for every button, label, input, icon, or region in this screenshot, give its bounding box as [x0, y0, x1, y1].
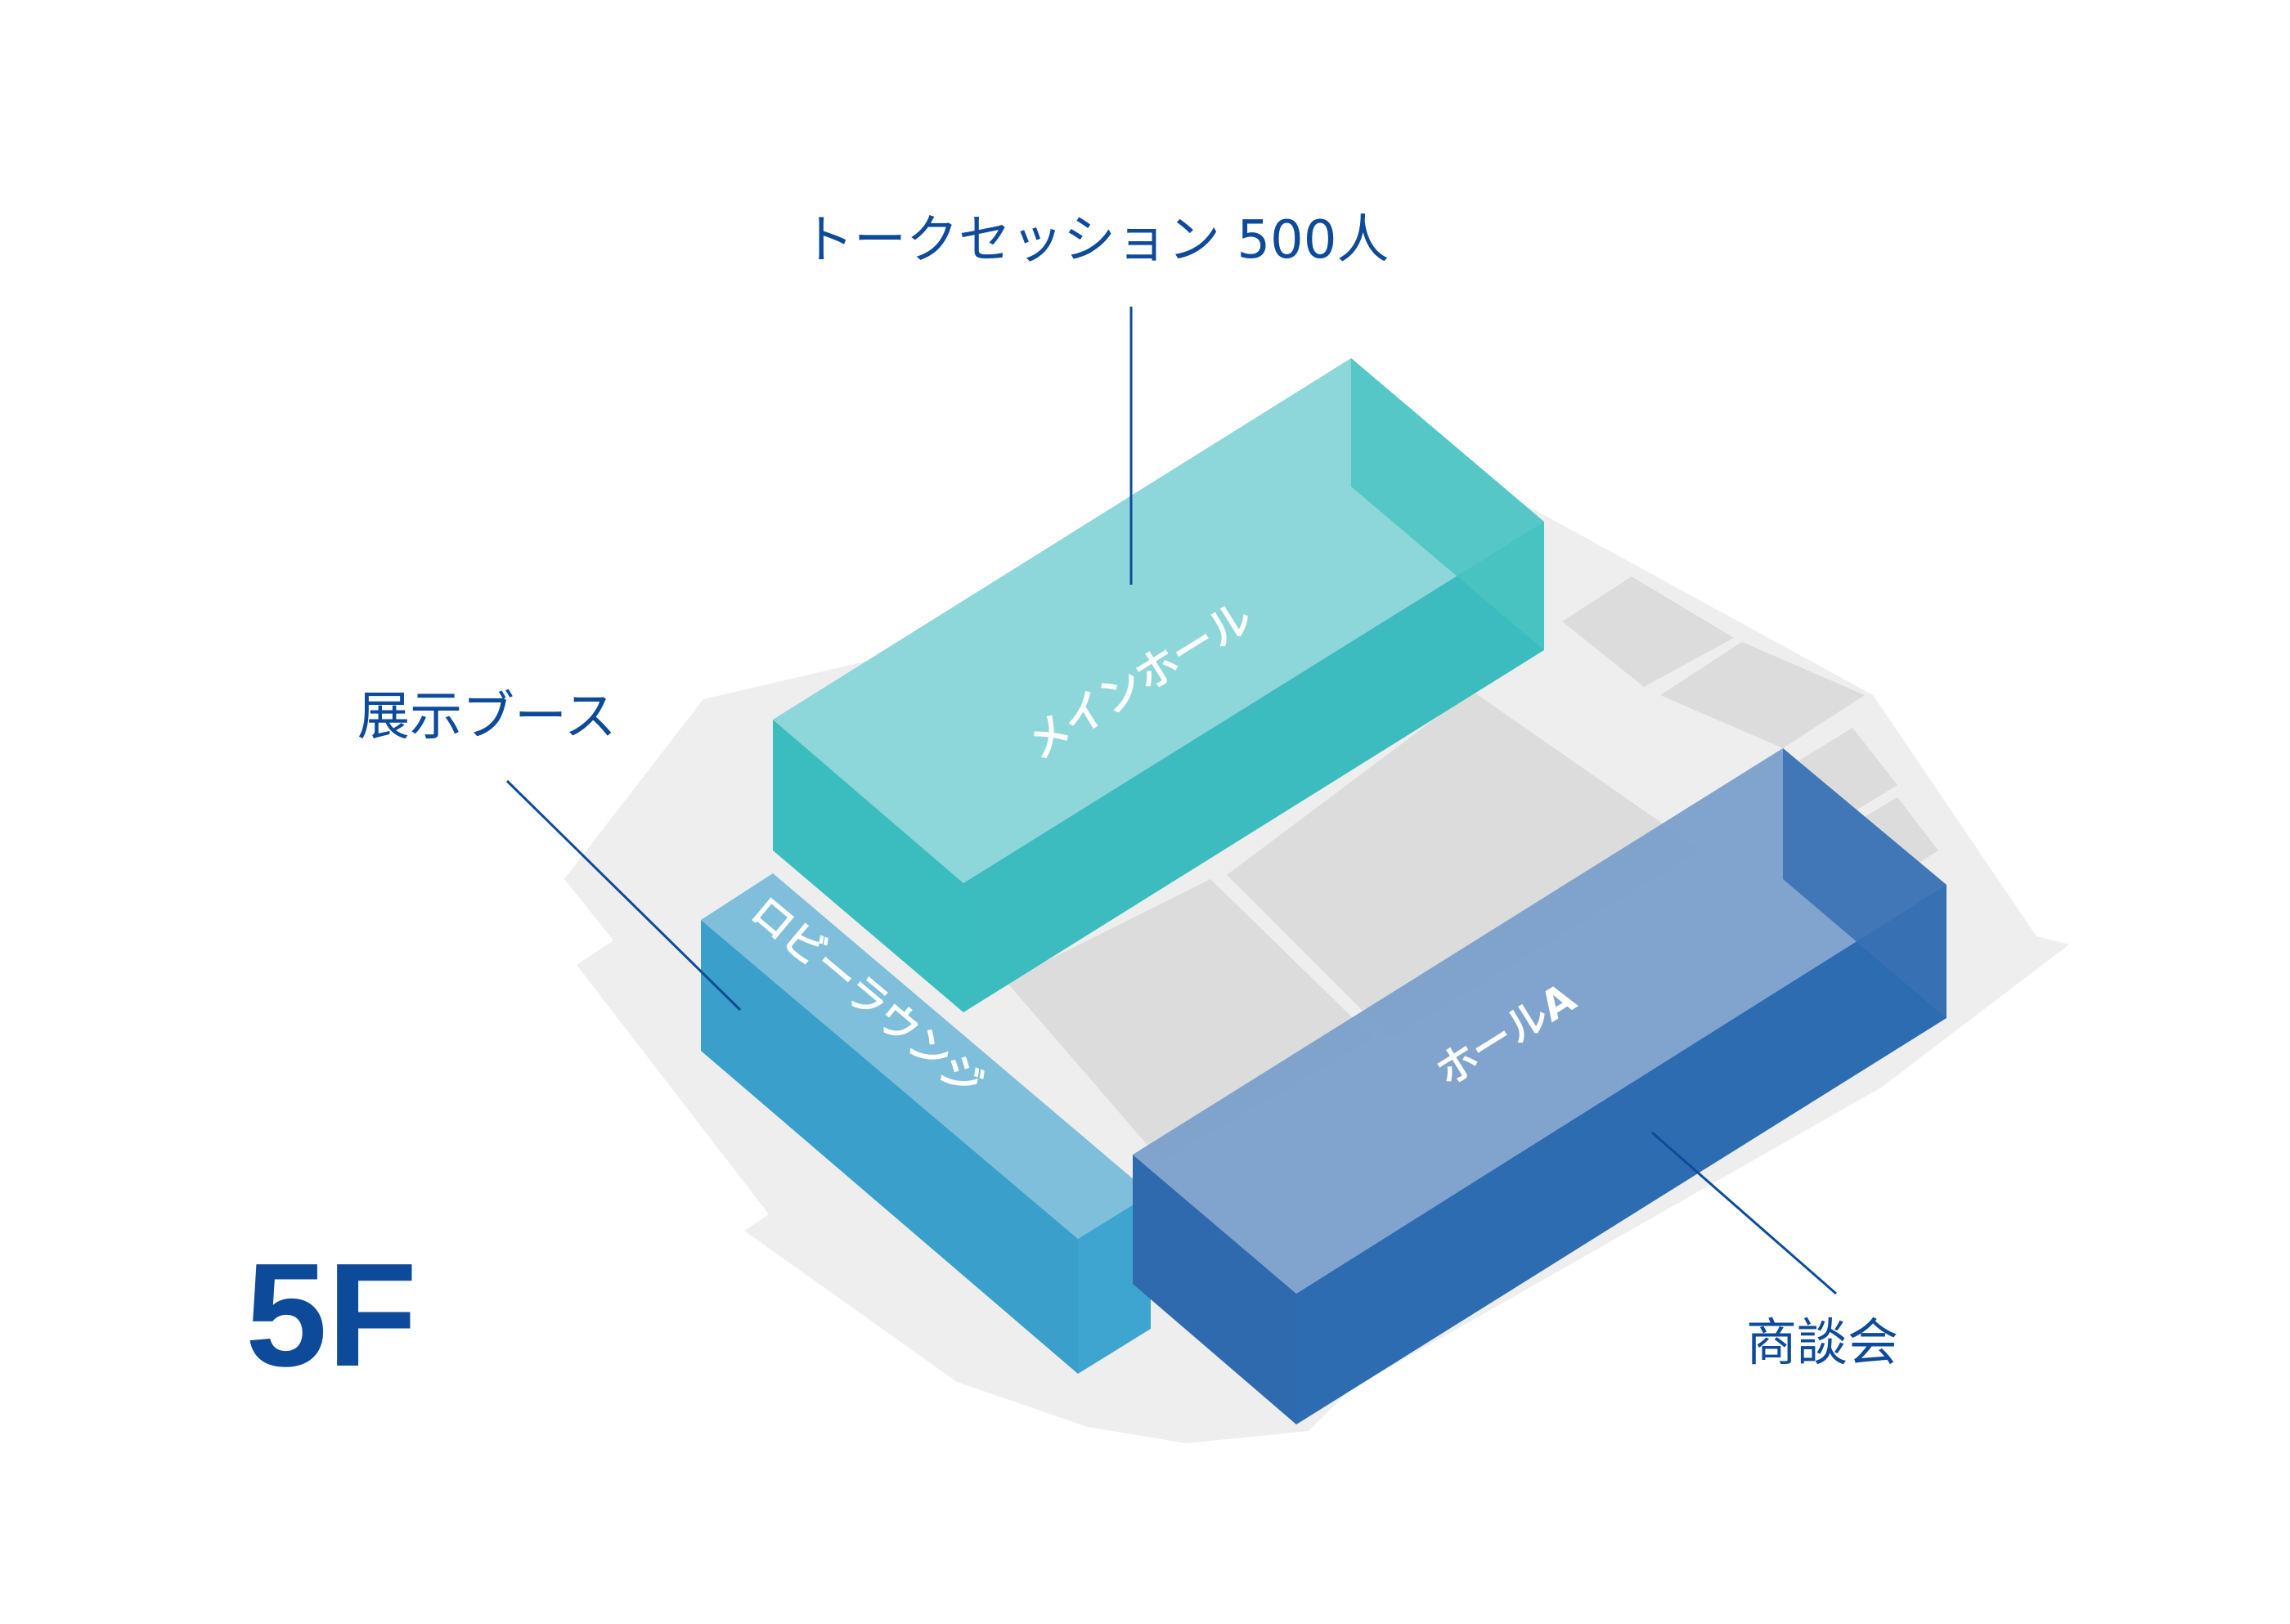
- floor-number: 5F: [245, 1233, 417, 1397]
- hall-a-block: ホールA: [1133, 748, 1946, 1424]
- leader-lines: [505, 307, 1837, 1295]
- exhibit-booth-leader: [505, 779, 742, 1012]
- exhibit-booth-label: 展示ブース: [357, 687, 617, 747]
- business-meeting-leader: [1651, 1131, 1837, 1295]
- business-meeting-label: 商談会: [1746, 1312, 1898, 1372]
- lobby-lounge-block: ロビーラウンジ: [701, 873, 1151, 1374]
- main-hall-block: メインホール: [773, 358, 1544, 1012]
- talk-session-label: トークセッション 500人: [802, 210, 1390, 271]
